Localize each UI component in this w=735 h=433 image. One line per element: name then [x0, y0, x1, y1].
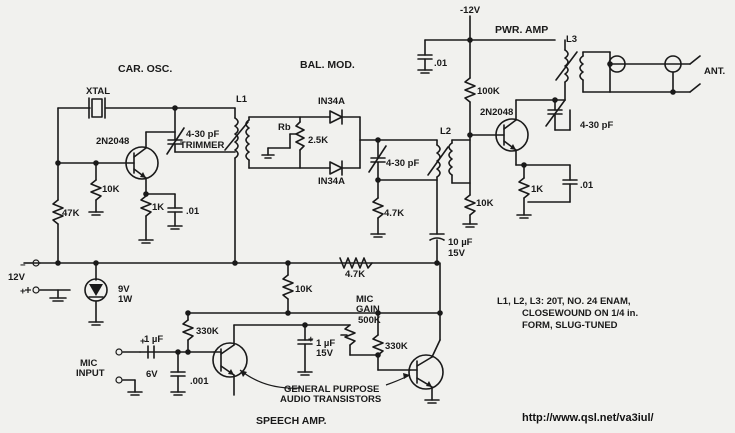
- label-r10k-speech: 10K: [295, 284, 313, 295]
- label-trimmer: TRIMMER: [180, 140, 224, 151]
- label-mic-input-2: INPUT: [76, 368, 105, 379]
- label-12v: 12V: [8, 272, 26, 283]
- speech-amplifier: [115, 257, 444, 404]
- label-c001: .001: [190, 376, 209, 387]
- label-ant: ANT.: [704, 66, 725, 77]
- label-c01-top: .01: [434, 58, 448, 69]
- label-c-plus-2: +: [140, 336, 146, 347]
- label-rb: Rb: [278, 122, 291, 133]
- label-r330k-b: 330K: [385, 341, 408, 352]
- section-speech-amp: SPEECH AMP.: [256, 415, 327, 427]
- label-l2: L2: [440, 126, 451, 137]
- label-c1uf-b: 1 µF: [316, 338, 335, 349]
- label-mic-gain-2: GAIN: [356, 304, 380, 315]
- label-c10uf-voltage: 15V: [448, 248, 466, 259]
- label-r100k: 100K: [477, 86, 500, 97]
- junction-dots: [55, 37, 676, 358]
- label-r1k-osc: 1K: [152, 202, 164, 213]
- label-mic-gain: MIC: [356, 294, 374, 305]
- label-c10uf: 10 µF: [448, 237, 473, 248]
- label-c6v: 6V: [146, 369, 158, 380]
- label-c15v: 15V: [316, 348, 334, 359]
- label-trimmer-value: 4-30 pF: [186, 129, 219, 140]
- input-terminals: [24, 259, 67, 302]
- label-c01-pa: .01: [580, 180, 594, 191]
- zener-regulator: [84, 262, 108, 326]
- carrier-oscillator: [52, 97, 249, 264]
- note-line-3: FORM, SLUG-TUNED: [522, 320, 618, 331]
- label-zener-watt: 1W: [118, 294, 132, 305]
- label-r10k-pa: 10K: [476, 198, 494, 209]
- label-minus12v: -12V: [460, 5, 481, 16]
- label-xtal: XTAL: [86, 86, 110, 97]
- label-minus-sign: −: [20, 260, 26, 271]
- section-pwr-amp: PWR. AMP: [495, 24, 548, 36]
- label-cvar-bal: 4-30 pF: [386, 158, 419, 169]
- label-cvar-pa: 4-30 pF: [580, 120, 613, 131]
- note-line-1: L1, L2, L3: 20T, NO. 24 ENAM,: [497, 296, 631, 307]
- label-r10k-osc: 10K: [102, 184, 120, 195]
- power-amplifier: [417, 15, 701, 228]
- source-url[interactable]: http://www.qsl.net/va3iul/: [522, 412, 654, 424]
- label-r4k7-bal: 4.7K: [384, 208, 404, 219]
- label-r1k-pa: 1K: [531, 184, 543, 195]
- section-bal-mod: BAL. MOD.: [300, 59, 355, 71]
- label-d2: IN34A: [318, 176, 345, 187]
- balanced-modulator: [245, 109, 449, 264]
- label-gp-2: AUDIO TRANSISTORS: [280, 394, 381, 405]
- label-r47k: 47K: [62, 208, 80, 219]
- label-r4k7-rail: 4.7K: [345, 269, 365, 280]
- label-r330k-a: 330K: [196, 326, 219, 337]
- note-line-2: CLOSEWOUND ON 1/4 in.: [522, 308, 638, 319]
- label-q1: 2N2048: [96, 136, 129, 147]
- section-car-osc: CAR. OSC.: [118, 63, 172, 75]
- label-mic-gain-value: 500K: [358, 315, 381, 326]
- label-gp-1: GENERAL PURPOSE: [284, 384, 379, 395]
- label-plus-sign: +: [20, 286, 26, 297]
- label-d1: IN34A: [318, 96, 345, 107]
- label-zener-voltage: 9V: [118, 284, 130, 295]
- label-c01-osc: .01: [186, 206, 200, 217]
- label-mic-input: MIC: [80, 358, 98, 369]
- label-c-plus: +: [308, 334, 314, 345]
- label-q2: 2N2048: [480, 107, 513, 118]
- label-c1uf-a: 1 µF: [144, 334, 163, 345]
- label-l3: L3: [566, 34, 577, 45]
- label-rb-value: 2.5K: [308, 135, 328, 146]
- label-l1: L1: [236, 94, 248, 105]
